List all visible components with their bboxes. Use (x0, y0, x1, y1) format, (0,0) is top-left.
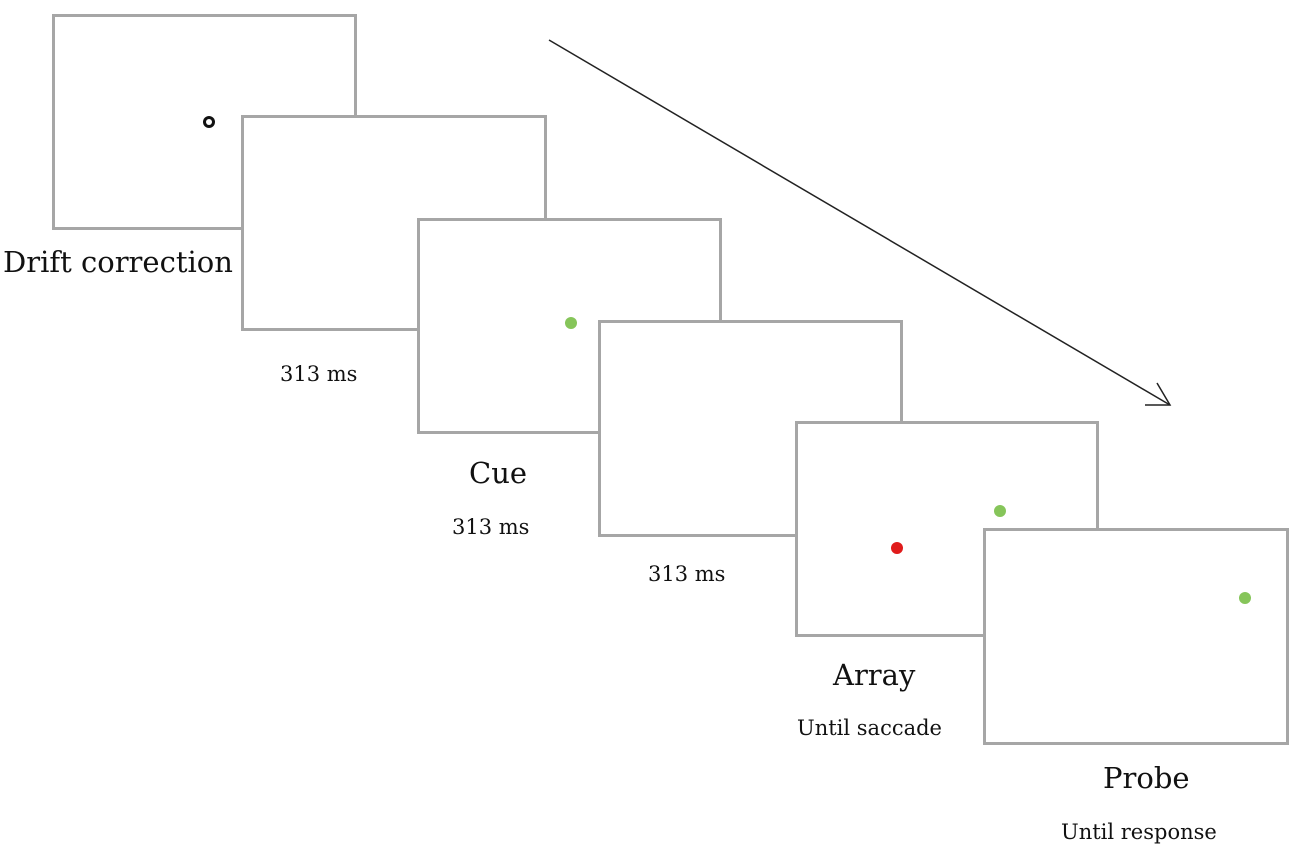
array-red-dot (891, 542, 903, 554)
label-drift-correction: Drift correction (3, 245, 233, 279)
label-probe: Probe (1103, 761, 1190, 795)
duration-blank-2: 313 ms (648, 562, 726, 586)
cue-green-dot (565, 317, 577, 329)
duration-blank-1: 313 ms (280, 362, 358, 386)
probe-green-dot (1239, 592, 1251, 604)
time-arrow-line (548, 39, 1171, 406)
fixation-dot-center (206, 119, 212, 125)
array-green-dot (994, 505, 1006, 517)
duration-array: Until saccade (797, 716, 942, 740)
duration-cue: 313 ms (452, 515, 530, 539)
label-cue: Cue (469, 456, 528, 490)
duration-probe: Until response (1061, 820, 1217, 844)
label-array: Array (833, 658, 916, 692)
frame-probe (983, 528, 1289, 745)
fixation-dot (203, 116, 215, 128)
time-arrow-head (1145, 382, 1172, 406)
